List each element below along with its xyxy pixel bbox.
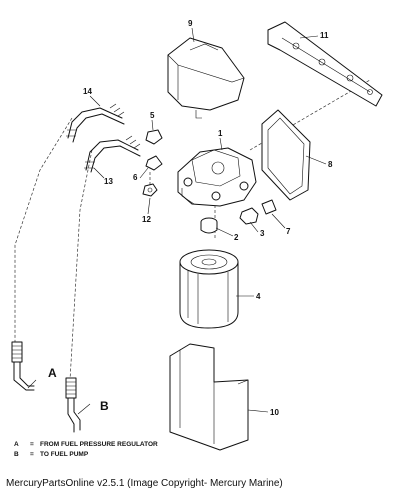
part-plug <box>261 199 277 215</box>
callout-7: 7 <box>286 227 291 236</box>
callout-4: 4 <box>256 292 261 301</box>
callout-8: 8 <box>328 160 333 169</box>
legend-text-b: TO FUEL PUMP <box>40 451 89 458</box>
part-fuel-filter <box>179 249 239 329</box>
callout-13: 13 <box>104 177 113 186</box>
callout-6: 6 <box>133 173 138 182</box>
guide-line-line-b <box>69 149 93 381</box>
legend-key-b: B <box>14 451 19 458</box>
callout-14: 14 <box>83 87 92 96</box>
part-cover <box>167 37 245 119</box>
guide-line-line-a <box>14 117 73 345</box>
legend-sep-b: = <box>30 451 34 458</box>
callout-2: 2 <box>234 233 239 242</box>
callout-3: 3 <box>260 229 265 238</box>
leader-lines <box>27 27 327 415</box>
letter-b: B <box>100 399 109 413</box>
legend-row-a: A = FROM FUEL PRESSURE REGULATOR <box>14 440 158 450</box>
part-nipple <box>200 217 218 234</box>
part-fuel-line-14 <box>66 103 125 143</box>
callout-10: 10 <box>270 408 279 417</box>
part-fitting-6 <box>145 155 163 171</box>
part-nut-12 <box>142 183 158 197</box>
callout-9: 9 <box>188 19 193 28</box>
copyright-footer: MercuryPartsOnline v2.5.1 (Image Copyrig… <box>6 478 283 489</box>
letter-a: A <box>48 366 57 380</box>
legend-text-a: FROM FUEL PRESSURE REGULATOR <box>40 441 158 448</box>
legend-sep-a: = <box>30 441 34 448</box>
legend: A = FROM FUEL PRESSURE REGULATOR B = TO FUEL… <box>14 440 158 460</box>
legend-row-b: B = TO FUEL PUMP <box>14 450 158 460</box>
callout-11: 11 <box>320 31 329 40</box>
part-plate <box>261 109 311 201</box>
exploded-parts-diagram: 1 2 3 4 5 6 7 8 9 10 11 12 13 14 A B <box>11 19 383 451</box>
part-shield <box>169 343 249 451</box>
legend-key-a: A <box>14 441 19 448</box>
callout-12: 12 <box>142 215 151 224</box>
callout-1: 1 <box>218 129 223 138</box>
part-fitting-3 <box>239 207 259 225</box>
part-fitting-5 <box>145 129 163 145</box>
hose-a <box>11 341 35 391</box>
part-bracket <box>267 21 383 107</box>
hose-b <box>65 377 81 433</box>
part-filter-head <box>177 147 257 207</box>
guide-line-bracket <box>249 79 371 151</box>
callout-5: 5 <box>150 111 155 120</box>
part-fuel-line-13 <box>84 135 141 173</box>
